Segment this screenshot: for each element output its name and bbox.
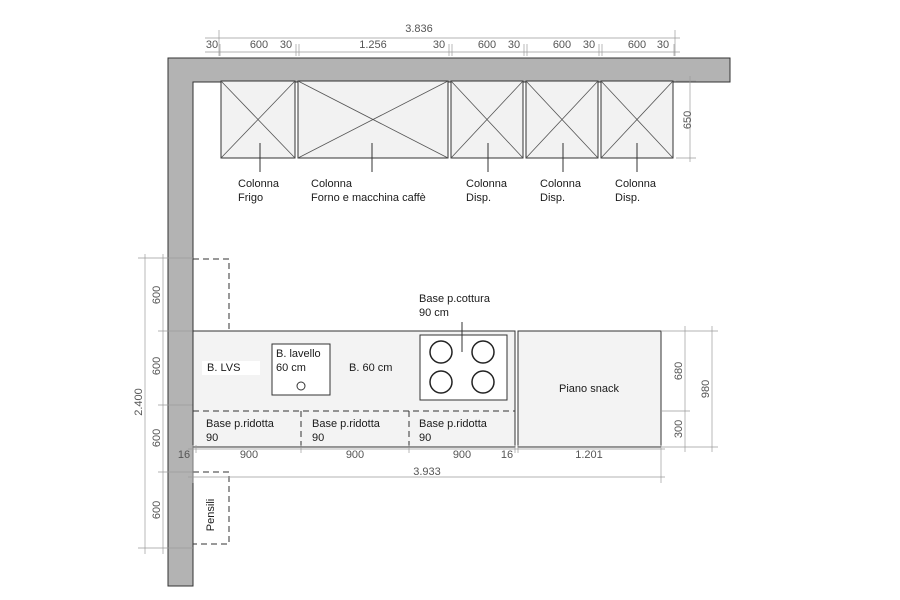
label-b60: B. 60 cm (349, 362, 392, 374)
dim-top-2: 30 (280, 39, 292, 51)
label-pensili: Pensili (205, 499, 217, 531)
pensili-lower-outline (192, 471, 230, 545)
dim-left-0: 600 (151, 286, 163, 304)
label-snack: Piano snack (559, 383, 619, 395)
dim-right-1: 300 (673, 420, 685, 438)
wall (167, 57, 731, 587)
label-disp1-2: Disp. (466, 192, 491, 204)
label-hob-1: Base p.cottura (419, 293, 491, 305)
dim-top-4: 30 (433, 39, 445, 51)
dim-bottom-3: 900 (453, 449, 471, 461)
sink (271, 343, 331, 396)
dim-top-7: 600 (553, 39, 571, 51)
dim-top-9: 600 (628, 39, 646, 51)
tall-units (220, 80, 674, 159)
label-lvs: B. LVS (207, 362, 240, 374)
dim-top-3: 1.256 (359, 39, 387, 51)
label-disp2-2: Disp. (540, 192, 565, 204)
dim-top-0: 30 (206, 39, 218, 51)
label-reduced-2b: 90 (312, 432, 324, 444)
label-reduced-2a: Base p.ridotta (312, 418, 381, 430)
dim-top-10: 30 (657, 39, 669, 51)
label-hob-2: 90 cm (419, 307, 449, 319)
label-frigo-1: Colonna (238, 178, 280, 190)
label-forno-1: Colonna (311, 178, 353, 190)
label-disp3-1: Colonna (615, 178, 657, 190)
label-disp3-2: Disp. (615, 192, 640, 204)
dim-bottom-1: 900 (240, 449, 258, 461)
label-sink-2: 60 cm (276, 362, 306, 374)
label-frigo-2: Frigo (238, 192, 263, 204)
top-dimensions (205, 30, 680, 56)
dim-tall-height: 650 (682, 111, 694, 129)
dim-left-total: 2.400 (133, 388, 145, 416)
dim-top-1: 600 (250, 39, 268, 51)
burner-icon (471, 340, 495, 364)
dim-bottom-2: 900 (346, 449, 364, 461)
label-forno-2: Forno e macchina caffè (311, 192, 426, 204)
dim-left-3: 600 (151, 501, 163, 519)
bottom-dimensions (188, 445, 665, 483)
dim-left-1: 600 (151, 357, 163, 375)
burner-icon (429, 370, 453, 394)
burner-icon (429, 340, 453, 364)
dim-bottom-total: 3.933 (413, 466, 441, 478)
dim-bottom-4: 16 (501, 449, 513, 461)
dim-bottom-0: 16 (178, 449, 190, 461)
dim-left-2: 600 (151, 429, 163, 447)
dim-right-total: 980 (700, 380, 712, 398)
snack-counter (517, 330, 662, 448)
drain-icon (296, 381, 306, 391)
dim-top-8: 30 (583, 39, 595, 51)
label-reduced-1b: 90 (206, 432, 218, 444)
dim-top-6: 30 (508, 39, 520, 51)
label-reduced-3a: Base p.ridotta (419, 418, 488, 430)
label-disp2-1: Colonna (540, 178, 582, 190)
dim-top-total: 3.836 (405, 23, 433, 35)
label-reduced-3b: 90 (419, 432, 431, 444)
dim-right-0: 680 (673, 362, 685, 380)
right-dimensions (662, 326, 718, 452)
dim-bottom-5: 1.201 (575, 449, 603, 461)
label-sink-1: B. lavello (276, 348, 321, 360)
burner-icon (471, 370, 495, 394)
label-reduced-1a: Base p.ridotta (206, 418, 275, 430)
left-dimensions (138, 254, 193, 554)
label-disp1-1: Colonna (466, 178, 508, 190)
dim-top-5: 600 (478, 39, 496, 51)
